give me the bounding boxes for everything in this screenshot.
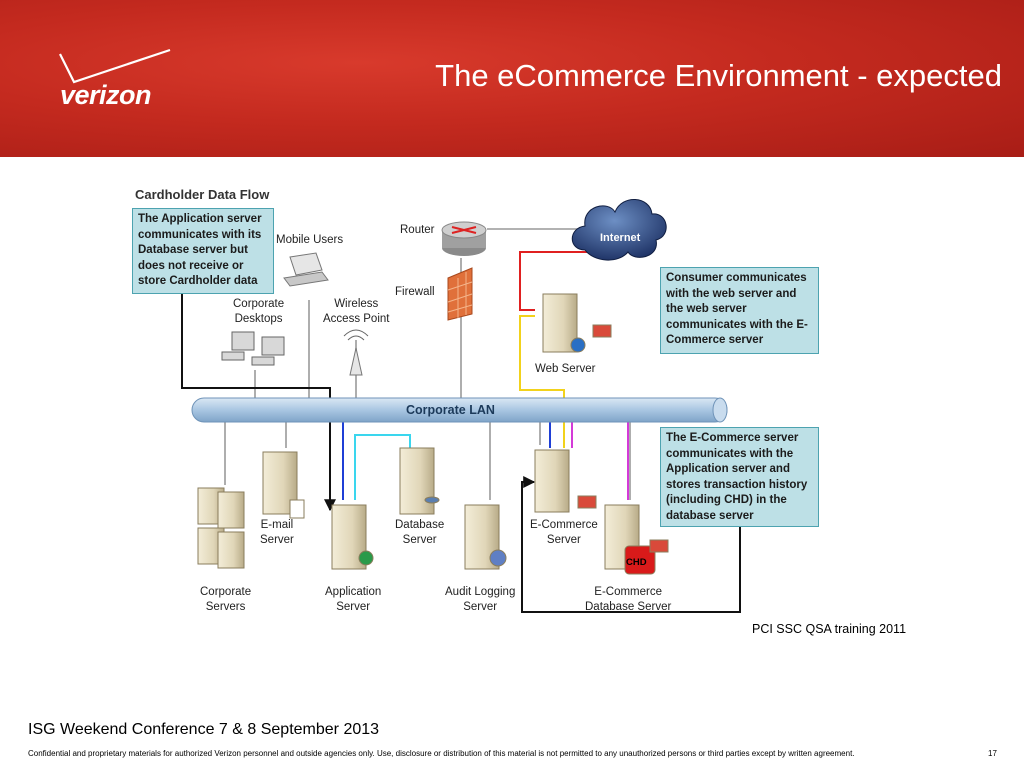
wireless-access-point-icon xyxy=(343,329,369,376)
firewall-icon xyxy=(447,267,473,321)
label-mobile-users: Mobile Users xyxy=(276,234,344,246)
router-icon xyxy=(441,221,487,256)
label-corporate-desktops: Corporate Desktops xyxy=(233,298,285,325)
callout-app-server: The Application server communicates with… xyxy=(132,208,274,294)
corporate-lan-label: Corporate LAN xyxy=(406,403,495,417)
label-wireless-access-point: Wireless Access Point xyxy=(323,298,390,325)
verizon-logo: verizon xyxy=(60,80,152,110)
callout-ecommerce: The E-Commerce server communicates with … xyxy=(660,427,819,527)
verizon-check-icon xyxy=(59,48,171,84)
conference-footer: ISG Weekend Conference 7 & 8 September 2… xyxy=(28,721,380,738)
label-ecommerce-server: E-Commerce Server xyxy=(530,519,598,546)
chd-label: CHD xyxy=(626,557,647,568)
callout-consumer: Consumer communicates with the web serve… xyxy=(660,267,819,354)
laptop-icon xyxy=(283,252,329,287)
label-email-server: E-mail Server xyxy=(260,519,294,546)
corporate-lan-bus xyxy=(191,397,728,423)
internet-cloud-icon xyxy=(571,199,667,261)
label-database-server: Database Server xyxy=(395,519,445,546)
confidential-notice: Confidential and proprietary materials f… xyxy=(28,749,855,758)
source-credit: PCI SSC QSA training 2011 xyxy=(752,622,907,636)
label-application-server: Application Server xyxy=(325,586,382,613)
slide-title: The eCommerce Environment - expected xyxy=(435,58,1002,93)
internet-label: Internet xyxy=(600,232,641,244)
diagram-heading: Cardholder Data Flow xyxy=(135,187,270,202)
label-router: Router xyxy=(400,224,435,236)
server-icons xyxy=(197,293,669,575)
label-audit-logging-server: Audit Logging Server xyxy=(445,586,516,613)
slide-header: verizon The eCommerce Environment - expe… xyxy=(0,0,1024,157)
page-number: 17 xyxy=(988,749,997,758)
label-ecommerce-db-server: E-Commerce Database Server xyxy=(585,586,672,613)
label-corporate-servers: Corporate Servers xyxy=(200,586,252,613)
label-firewall: Firewall xyxy=(395,286,435,298)
desktop-computers-icon xyxy=(221,331,285,366)
label-web-server: Web Server xyxy=(535,363,596,375)
